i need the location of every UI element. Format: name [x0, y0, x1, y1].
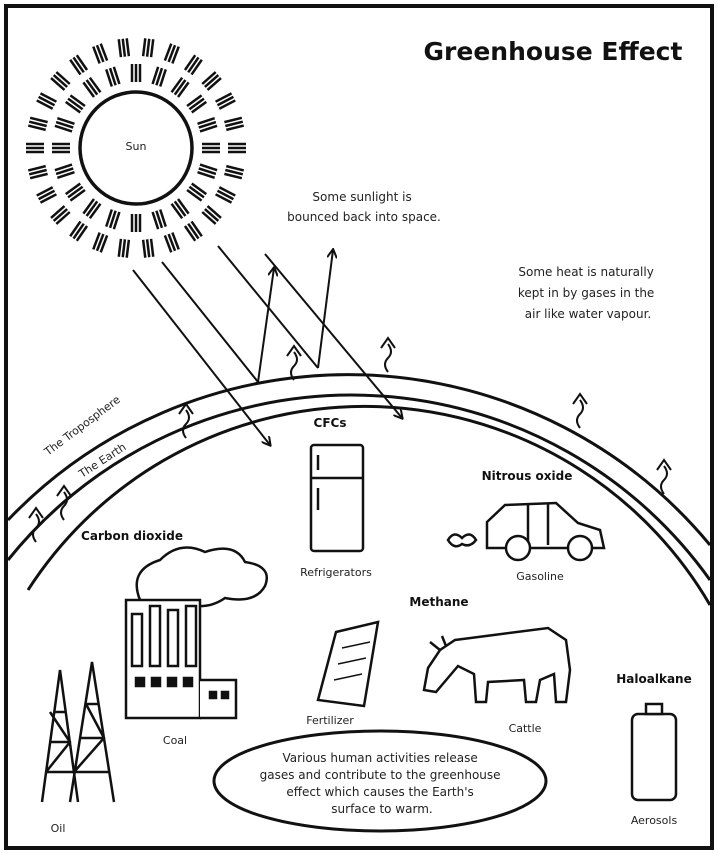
sunlight-note-line: bounced back into space.: [287, 210, 441, 224]
carbon-dioxide-label: Carbon dioxide: [81, 529, 183, 543]
summary-line: effect which causes the Earth's: [286, 785, 473, 799]
summary-line: gases and contribute to the greenhouse: [260, 768, 501, 782]
heat-note: Some heat is naturally kept in by gases …: [518, 265, 658, 321]
heat-note-line: Some heat is naturally: [518, 265, 653, 279]
sun-ray: [143, 38, 145, 56]
sun-label: Sun: [126, 140, 147, 153]
heat-note-line: kept in by gases in the: [518, 286, 654, 300]
sun-ray: [127, 38, 129, 56]
car-icon: [448, 503, 604, 560]
sun-ray: [123, 39, 125, 57]
heat-arrow: [657, 460, 671, 494]
gasoline-label: Gasoline: [516, 570, 564, 583]
heat-arrow: [573, 394, 587, 428]
cfcs-label: CFCs: [314, 416, 347, 430]
sun-ray: [123, 239, 125, 257]
sun-ray: [151, 39, 153, 57]
cattle-label: Cattle: [509, 722, 542, 735]
diagram-title: Greenhouse Effect: [424, 37, 683, 66]
summary-line: Various human activities release: [282, 751, 477, 765]
refrigerator-icon: [311, 445, 363, 551]
heat-arrow: [381, 338, 395, 372]
methane-label: Methane: [409, 595, 468, 609]
oil-rig-icon: [42, 662, 114, 802]
oil-label: Oil: [51, 822, 66, 835]
sun-ray: [147, 239, 149, 257]
aerosol-can-icon: [632, 704, 676, 800]
nitrous-oxide-label: Nitrous oxide: [482, 469, 573, 483]
heat-arrow: [179, 404, 193, 438]
incoming-sunlight-arrows: [133, 246, 402, 445]
sunlight-note: Some sunlight is bounced back into space…: [287, 190, 441, 224]
sun-ray: [119, 39, 121, 57]
factory-icon: [126, 548, 267, 719]
summary-line: surface to warm.: [331, 802, 432, 816]
sun-ray: [127, 240, 129, 258]
refrigerators-label: Refrigerators: [300, 566, 372, 579]
heat-arrow: [287, 346, 301, 380]
sun-ray: [143, 240, 145, 258]
sun-ray: [151, 239, 153, 257]
sun-ray: [119, 239, 121, 257]
haloalkane-label: Haloalkane: [616, 672, 691, 686]
aerosols-label: Aerosols: [631, 814, 678, 827]
sun-ray: [147, 39, 149, 57]
sunlight-note-line: Some sunlight is: [312, 190, 411, 204]
heat-note-line: air like water vapour.: [525, 307, 652, 321]
coal-label: Coal: [163, 734, 187, 747]
cattle-icon: [424, 628, 570, 702]
fertilizer-label: Fertilizer: [306, 714, 354, 727]
fertilizer-sack-icon: [318, 622, 378, 706]
